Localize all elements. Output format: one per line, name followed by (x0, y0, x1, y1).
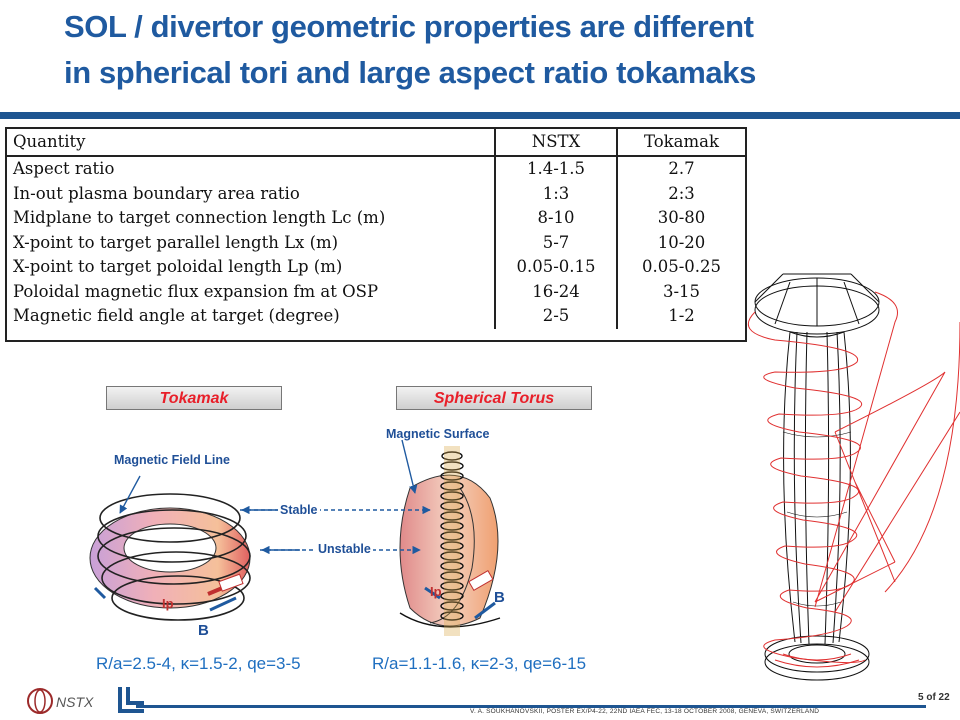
cell-tokamak: 2:3 (668, 183, 695, 203)
spherical-torus-label: Spherical Torus (396, 386, 592, 410)
cell-nstx: 5-7 (495, 230, 618, 255)
title-rule (0, 112, 960, 119)
header-nstx: NSTX (495, 129, 618, 157)
header-tokamak: Tokamak (617, 129, 745, 157)
slide-title: SOL / divertor geometric properties are … (64, 4, 924, 96)
table-row: X-point to target parallel length Lx (m)… (7, 230, 745, 255)
table-row: Poloidal magnetic flux expansion fm at O… (7, 279, 745, 304)
cell-quantity: X-point to target poloidal length Lp (m) (7, 255, 496, 280)
title-line-1: SOL / divertor geometric properties are … (64, 9, 754, 44)
cell-tokamak: 3-15 (662, 281, 701, 301)
magnetic-field-line-annotation: Magnetic Field Line (114, 453, 230, 467)
cell-nstx: 1:3 (495, 181, 618, 206)
cell-nstx: 2-5 (495, 304, 618, 329)
cell-tokamak: 2.7 (668, 159, 695, 179)
cell-tokamak: 0.05-0.25 (641, 257, 722, 277)
header-quantity: Quantity (7, 129, 496, 157)
ip-label-st: Ip (430, 584, 442, 599)
table-row: Midplane to target connection length Lc … (7, 206, 745, 231)
cell-tokamak: 10-20 (657, 232, 706, 252)
st-wireframe-figure (747, 273, 960, 681)
title-line-2: in spherical tori and large aspect ratio… (64, 55, 756, 90)
footer-rule (136, 705, 926, 708)
tokamak-label: Tokamak (106, 386, 282, 410)
tokamak-parameters: R/a=2.5-4, κ=1.5-2, qe=3-5 (96, 654, 301, 673)
b-label-st: B (494, 589, 505, 606)
nstx-logo: NSTX (27, 688, 94, 714)
lab-logo-icon (118, 687, 144, 713)
cell-quantity: Magnetic field angle at target (degree) (7, 304, 496, 329)
unstable-label: Unstable (316, 542, 373, 556)
table-row: Magnetic field angle at target (degree)2… (7, 304, 745, 329)
cell-tokamak: 30-80 (657, 208, 706, 228)
cell-tokamak: 1-2 (668, 306, 695, 326)
field-line (747, 311, 866, 664)
tokamak-torus (89, 493, 251, 621)
nstx-logo-text: NSTX (56, 694, 94, 710)
b-label-tokamak: B (198, 622, 209, 639)
footer-citation: V. A. SOUKHANOVSKII, POSTER EX/P4-22, 22… (470, 708, 820, 715)
bottom-flange (764, 635, 870, 673)
table-row: X-point to target poloidal length Lp (m)… (7, 255, 745, 280)
table-header-row: Quantity NSTX Tokamak (7, 129, 745, 157)
st-torus (399, 446, 501, 636)
cell-quantity: X-point to target parallel length Lx (m) (7, 230, 496, 255)
cell-quantity: In-out plasma boundary area ratio (7, 181, 496, 206)
cell-quantity: Poloidal magnetic flux expansion fm at O… (7, 279, 496, 304)
magnetic-surface-annotation: Magnetic Surface (386, 427, 490, 441)
cell-quantity: Aspect ratio (7, 156, 496, 182)
cell-nstx: 8-10 (495, 206, 618, 231)
cell-nstx: 16-24 (495, 279, 618, 304)
cell-quantity: Midplane to target connection length Lc … (7, 206, 496, 231)
page-number: 5 of 22 (918, 692, 950, 703)
stable-label: Stable (278, 503, 320, 517)
cell-nstx: 0.05-0.15 (495, 255, 618, 280)
torus-comparison-illustration (89, 439, 501, 636)
st-parameters: R/a=1.1-1.6, κ=2-3, qe=6-15 (372, 654, 587, 673)
field-line-outer (814, 291, 960, 613)
center-column (783, 331, 851, 645)
cell-nstx: 1.4-1.5 (495, 156, 618, 182)
ip-label-tokamak: Ip (162, 596, 174, 611)
